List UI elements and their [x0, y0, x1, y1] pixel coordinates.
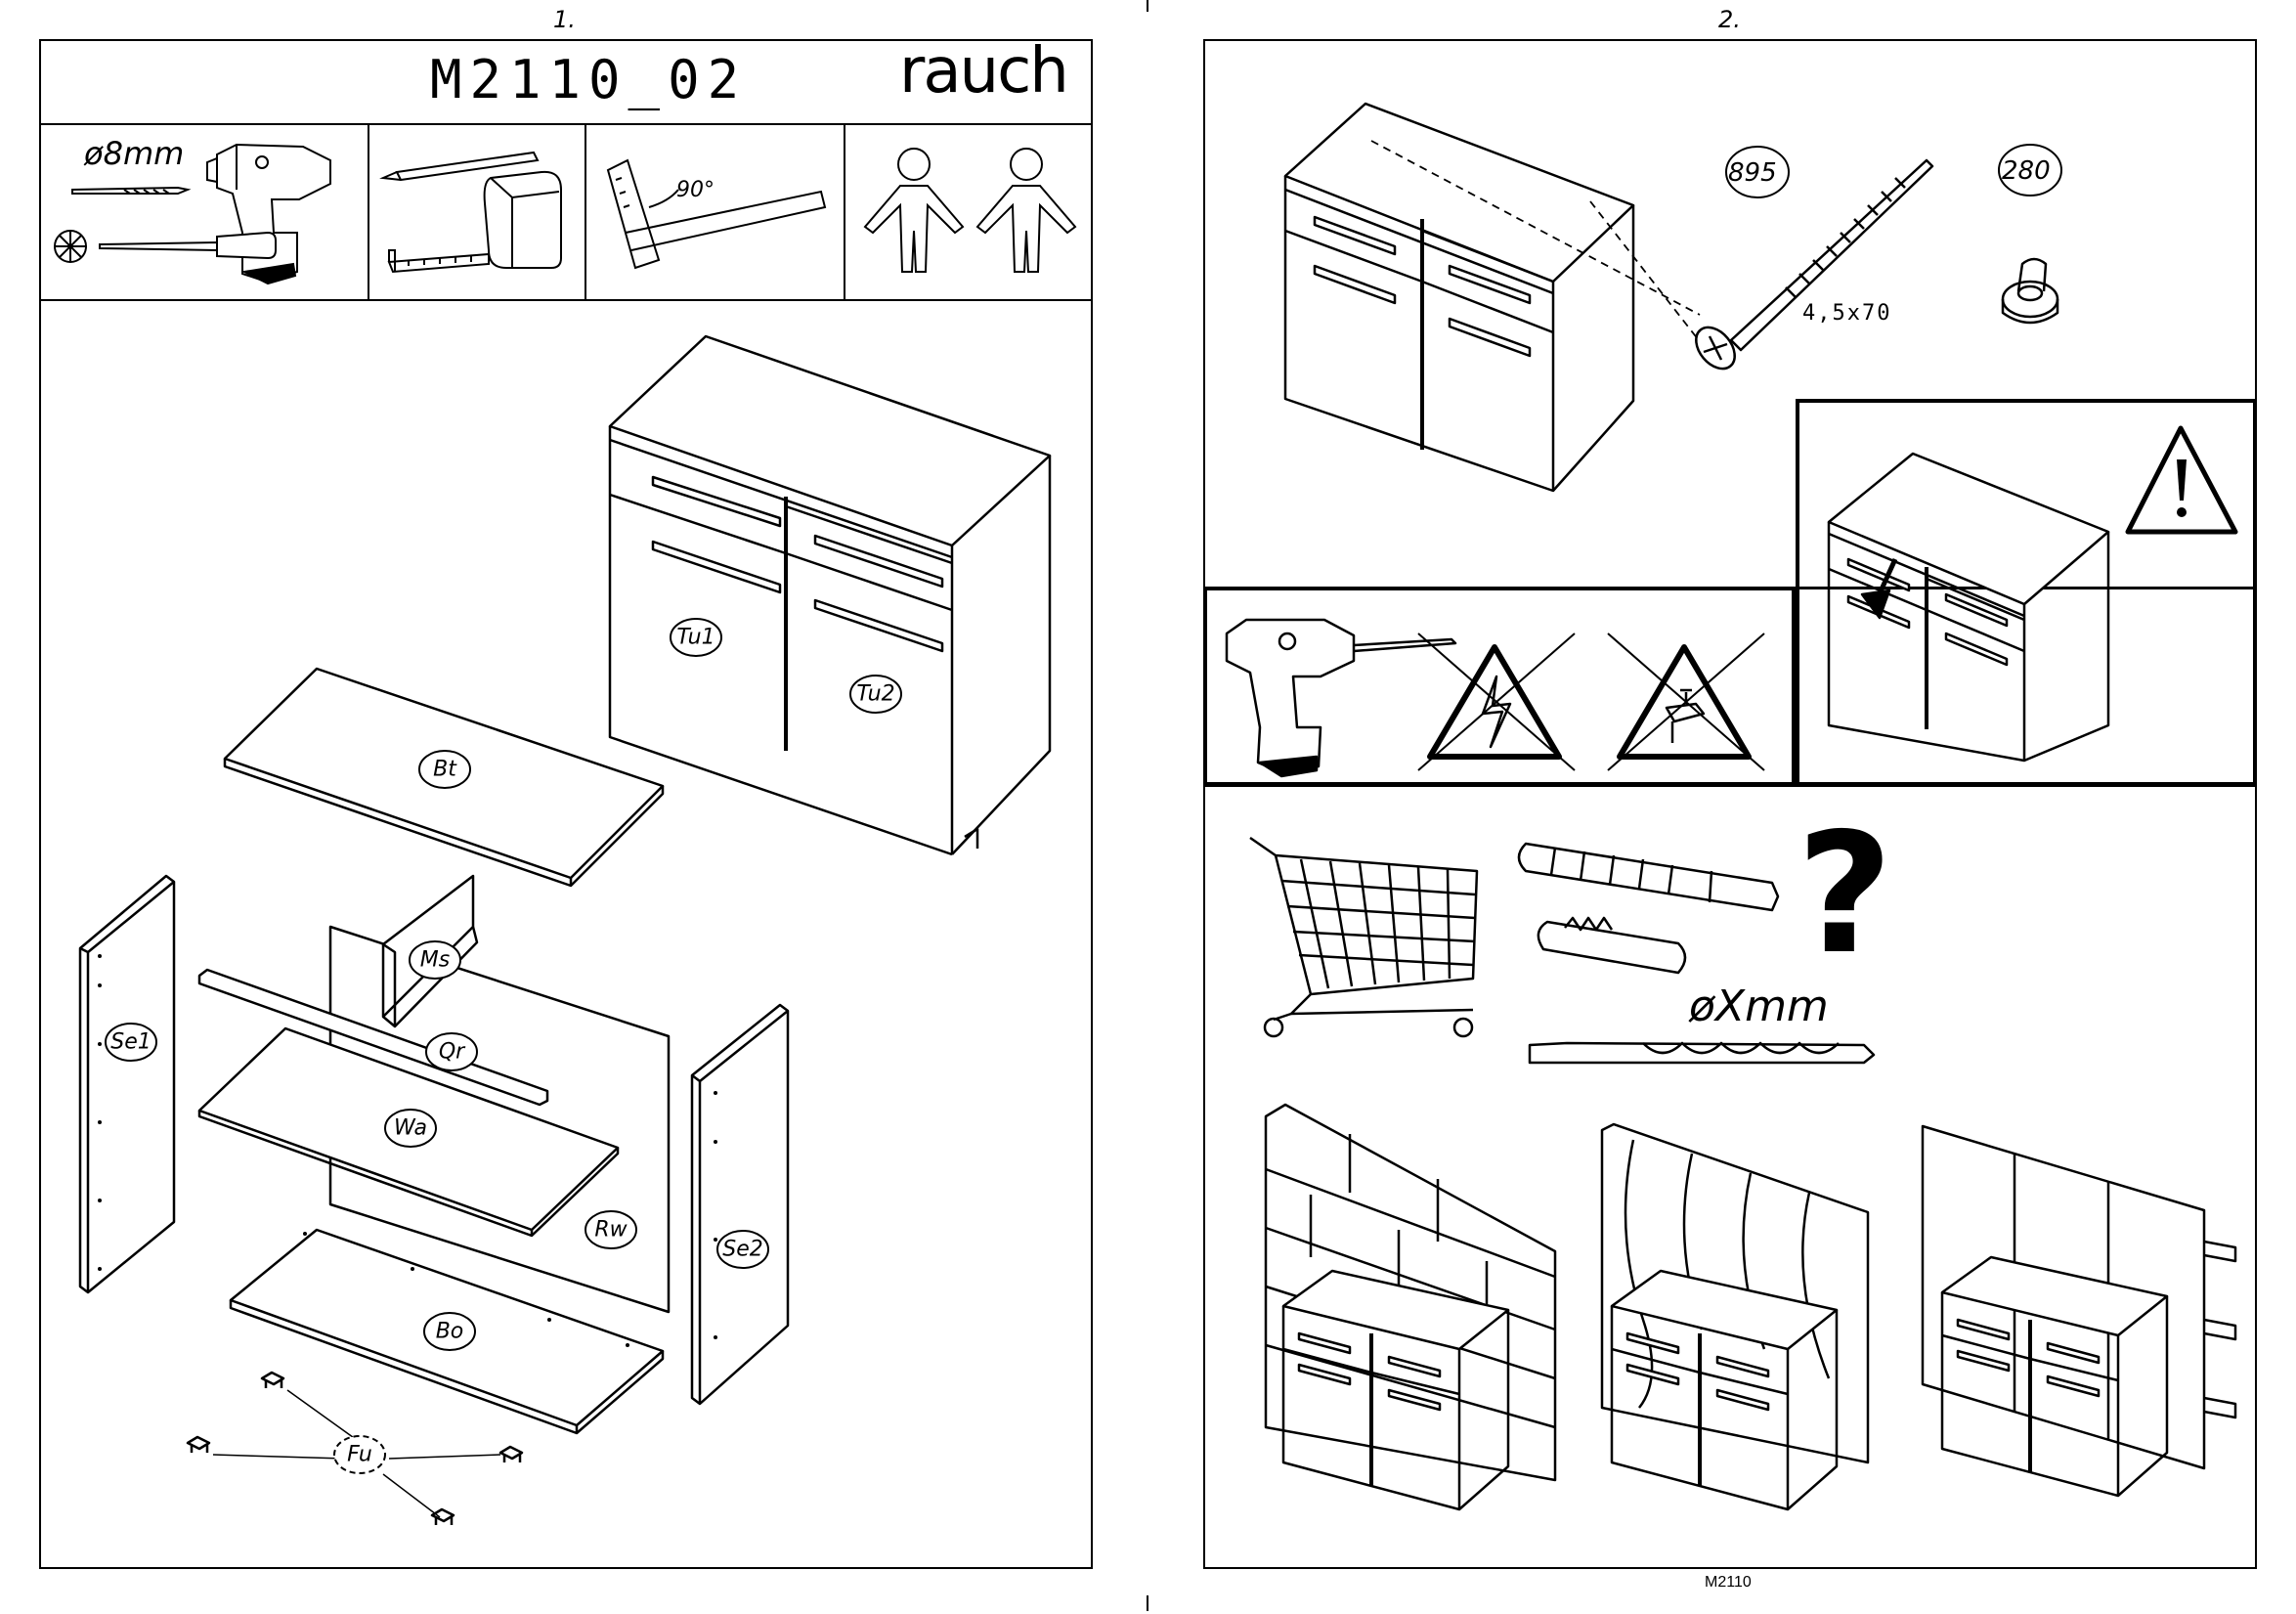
footer-model-code: M2110 — [1705, 1574, 1752, 1592]
label-tu1: Tu1 — [676, 626, 715, 650]
question-mark: ? — [1797, 811, 1893, 978]
tipping-warning-panel — [1796, 399, 2257, 786]
label-se2: Se2 — [722, 1238, 763, 1262]
drill-hazard-panel — [1203, 587, 1796, 786]
fold-mark-top — [1147, 0, 1148, 12]
label-bt: Bt — [433, 758, 457, 782]
fold-mark-bottom — [1147, 1595, 1148, 1611]
label-rw: Rw — [594, 1218, 628, 1243]
drill-size-unknown: øXmm — [1689, 981, 1829, 1031]
drill-hazard-icons — [1207, 590, 1792, 782]
label-qr: Qr — [439, 1040, 466, 1065]
label-fu: Fu — [347, 1443, 372, 1467]
label-se1: Se1 — [110, 1030, 152, 1055]
label-tu2: Tu2 — [856, 682, 894, 707]
wall-fixing-purchase-drawing — [1203, 787, 2257, 1080]
page-number-right: 2. — [1718, 6, 1741, 33]
label-wa: Wa — [394, 1116, 427, 1141]
wall-types-drawing — [1203, 1085, 2257, 1568]
screw-size-label: 4,5x70 — [1802, 301, 1891, 326]
part-labels-layer: Tu1 Tu2 Bt Ms Se1 Qr Wa Rw Se2 Bo Fu — [0, 0, 1134, 1614]
cap-id-label: 280 — [2002, 156, 2051, 186]
label-bo: Bo — [436, 1320, 464, 1344]
tipping-warning-icons — [1799, 403, 2253, 782]
label-ms: Ms — [420, 948, 450, 973]
screw-id-label: 895 — [1728, 158, 1777, 188]
